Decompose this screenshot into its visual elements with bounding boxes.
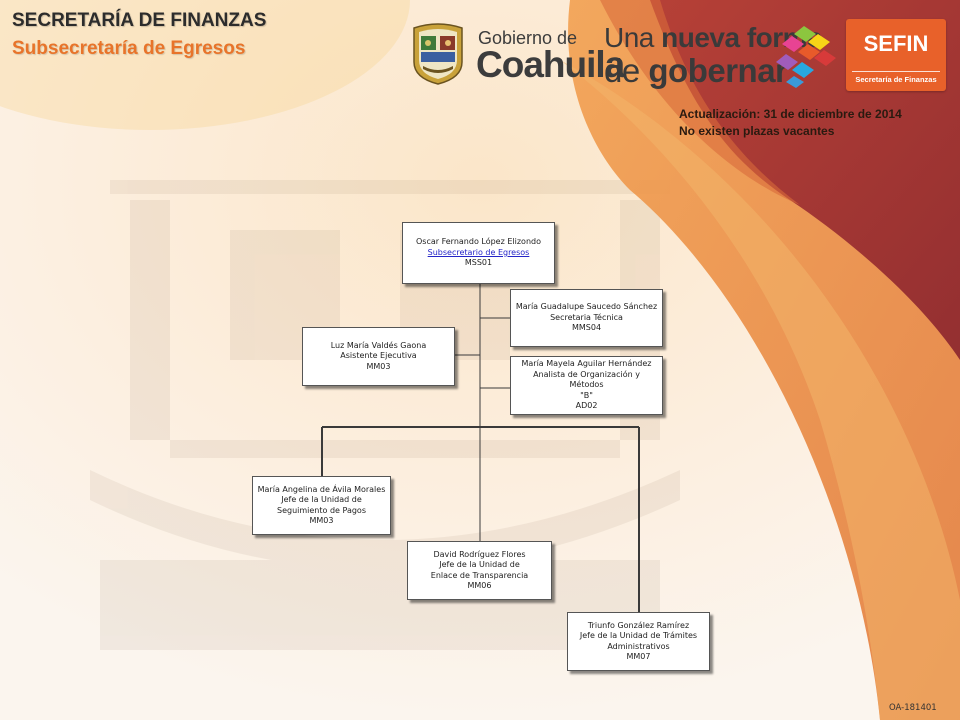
head-code: MSS01 xyxy=(464,258,493,268)
unit-role-a: Jefe de la Unidad de xyxy=(281,495,362,504)
head-role-link[interactable]: Subsecretario de Egresos xyxy=(427,247,530,257)
org-box-unidad-transparencia: David Rodríguez Flores Jefe de la Unidad… xyxy=(407,541,552,600)
org-box-unidad-pagos: María Angelina de Ávila Morales Jefe de … xyxy=(252,476,391,535)
page-subtitle: Subsecretaría de Egresos xyxy=(12,38,246,59)
staff-role: Analista de Organización y Métodos xyxy=(533,369,640,390)
unit-code: MM07 xyxy=(626,652,651,661)
org-box-subsecretario: Oscar Fernando López Elizondo Subsecreta… xyxy=(402,222,555,284)
staff-name: María Mayela Aguilar Hernández xyxy=(521,359,652,369)
staff-code: MMS04 xyxy=(571,323,602,333)
staff-name: María Guadalupe Saucedo Sánchez xyxy=(515,302,658,312)
color-squares-icon xyxy=(776,26,836,88)
staff-role: Asistente Ejecutiva xyxy=(340,351,417,361)
unit-role-a: Jefe de la Unidad de Trámites xyxy=(579,631,698,640)
unit-name: Triunfo González Ramírez xyxy=(587,620,690,630)
unit-role-b: Seguimiento de Pagos xyxy=(276,505,366,515)
unit-name: David Rodríguez Flores xyxy=(433,549,526,559)
head-name: Oscar Fernando López Elizondo xyxy=(416,237,541,247)
unit-name: María Angelina de Ávila Morales xyxy=(257,484,386,494)
update-date: Actualización: 31 de diciembre de 2014 xyxy=(679,107,902,121)
org-box-asistente: Luz María Valdés Gaona Asistente Ejecuti… xyxy=(302,327,455,386)
slogan: Una nueva forma de gobernar xyxy=(604,22,823,89)
unit-code: MM03 xyxy=(309,516,334,525)
unit-code: MM06 xyxy=(467,581,492,590)
sefin-subtitle: Secretaría de Finanzas xyxy=(855,75,937,84)
gobierno-label: Gobierno de xyxy=(478,28,578,48)
sefin-logo: SEFIN Secretaría de Finanzas xyxy=(846,19,946,91)
coahuila-label: Coahuila xyxy=(476,44,625,85)
document-code: OA-181401 xyxy=(889,703,937,713)
org-box-unidad-tramites: Triunfo González Ramírez Jefe de la Unid… xyxy=(567,612,710,671)
sefin-name: SEFIN xyxy=(863,31,929,56)
update-info: Actualización: 31 de diciembre de 2014 N… xyxy=(679,106,902,140)
coahuila-seal-icon xyxy=(413,23,463,85)
staff-role: Secretaria Técnica xyxy=(550,312,623,322)
sefin-divider xyxy=(852,71,940,72)
unit-role-a: Jefe de la Unidad de xyxy=(439,560,520,569)
vacancy-note: No existen plazas vacantes xyxy=(679,124,835,138)
org-box-secretaria-tecnica: María Guadalupe Saucedo Sánchez Secretar… xyxy=(510,289,663,347)
staff-name: Luz María Valdés Gaona xyxy=(330,340,427,350)
unit-role-b: Administrativos xyxy=(607,641,670,651)
page-title: SECRETARÍA DE FINANZAS xyxy=(12,10,267,31)
staff-code: AD02 xyxy=(575,401,598,411)
slogan-line2-regular: de xyxy=(604,52,649,89)
staff-role-extra: "B" xyxy=(580,390,593,400)
slogan-line1-regular: Una xyxy=(604,22,662,53)
staff-code: MM03 xyxy=(366,361,391,371)
unit-role-b: Enlace de Transparencia xyxy=(430,570,529,580)
org-box-analista: María Mayela Aguilar Hernández Analista … xyxy=(510,356,663,415)
slogan-line2-bold: gobernar xyxy=(648,52,788,89)
